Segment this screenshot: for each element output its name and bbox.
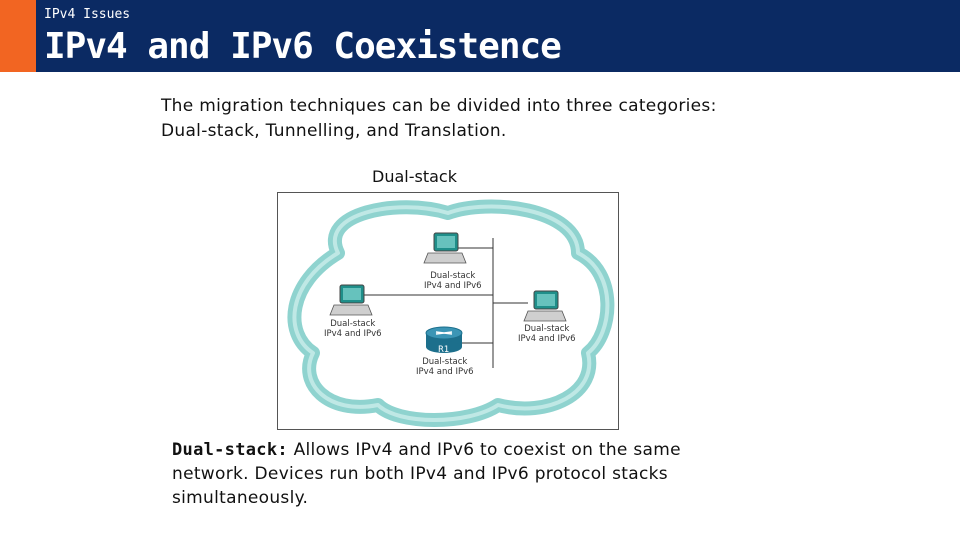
header-accent [0,0,36,72]
dual-stack-diagram: Dual-stack IPv4 and IPv6 Dual-stack IPv4… [277,192,619,430]
intro-text: The migration techniques can be divided … [161,94,801,144]
top-pc-icon [423,232,467,264]
body-line-2: network. Devices run both IPv4 and IPv6 … [172,464,668,484]
dual-stack-description: Dual-stack: Allows IPv4 and IPv6 to coex… [172,438,732,510]
router-label: Dual-stack IPv4 and IPv6 [416,357,474,377]
router-icon [425,326,463,353]
intro-line-2: Dual-stack, Tunnelling, and Translation. [161,121,507,141]
section-label: IPv4 Issues [44,7,131,22]
term-dual-stack: Dual-stack: [172,440,288,460]
body-line-1: Allows IPv4 and IPv6 to coexist on the s… [293,440,681,460]
intro-line-1: The migration techniques can be divided … [161,96,717,116]
top-pc-label: Dual-stack IPv4 and IPv6 [424,271,482,291]
figure-caption: Dual-stack [372,167,457,186]
body-line-3: simultaneously. [172,488,309,508]
left-pc-icon [329,284,373,316]
header-bar [0,0,960,72]
left-pc-label: Dual-stack IPv4 and IPv6 [324,319,382,339]
right-pc-icon [523,290,567,322]
router-name-label: R1 [438,345,450,355]
page-title: IPv4 and IPv6 Coexistence [44,26,562,67]
diagram-graphic [287,199,615,427]
right-pc-label: Dual-stack IPv4 and IPv6 [518,324,576,344]
